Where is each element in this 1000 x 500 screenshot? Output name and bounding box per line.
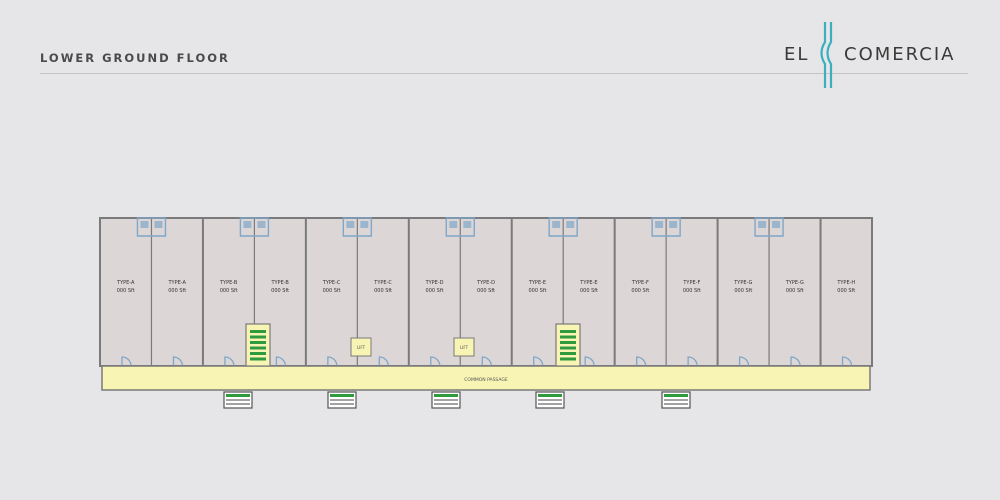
shop-label: TYPE-D: [476, 280, 495, 286]
shop-block: [99, 217, 873, 367]
washroom-fixture-icon: [445, 217, 475, 237]
shop-unit: TYPE-H 000 Sft: [836, 280, 855, 294]
shop-unit: TYPE-A 000 Sft: [167, 280, 186, 294]
door-swing-icon: [378, 356, 389, 367]
shop-label: TYPE-B: [219, 280, 238, 286]
shop-unit: TYPE-C 000 Sft: [322, 280, 341, 294]
door-swing-icon: [790, 356, 801, 367]
shop-area: 000 Sft: [271, 288, 289, 294]
shop-area: 000 Sft: [631, 288, 649, 294]
washroom-fixture-icon: [754, 217, 784, 237]
logo-text-left: EL: [784, 44, 810, 65]
shop-label: TYPE-A: [167, 280, 186, 286]
entrance-steps-icon: [535, 391, 565, 409]
entrance-steps-icon: [327, 391, 357, 409]
washroom-fixture-icon: [548, 217, 578, 237]
corridor-label: COMMON PASSAGE: [464, 377, 508, 383]
door-swing-icon: [121, 356, 132, 367]
shop-label: TYPE-F: [682, 280, 700, 286]
logo-text-right: COMERCIA: [844, 44, 956, 65]
shop-label: TYPE-C: [322, 280, 341, 286]
shop-unit: TYPE-C 000 Sft: [373, 280, 392, 294]
door-swing-icon: [275, 356, 287, 367]
shop-area: 000 Sft: [220, 288, 238, 294]
svg-text:LIFT: LIFT: [460, 345, 469, 350]
shop-unit: TYPE-D 000 Sft: [476, 280, 495, 294]
washroom-fixture-icon: [136, 217, 167, 237]
shop-area: 000 Sft: [477, 288, 495, 294]
washroom-fixture-icon: [651, 217, 681, 237]
shop-label: TYPE-H: [836, 280, 855, 286]
shop-label: TYPE-C: [373, 280, 392, 286]
entrance-steps-icon: [223, 391, 253, 409]
shop-label: TYPE-F: [631, 280, 649, 286]
shop-area: 000 Sft: [734, 288, 752, 294]
lift-icon: LIFT: [453, 337, 475, 357]
shop-unit: TYPE-E 000 Sft: [528, 280, 547, 294]
shop-unit: TYPE-B 000 Sft: [270, 280, 289, 294]
shop-area: 000 Sft: [426, 288, 444, 294]
door-swing-icon: [327, 356, 338, 367]
door-swing-icon: [533, 356, 544, 367]
shop-area: 000 Sft: [168, 288, 186, 294]
door-swing-icon: [430, 356, 441, 367]
lift-icon: LIFT: [350, 337, 372, 357]
shop-label: TYPE-G: [785, 280, 804, 286]
logo-wave-icon: [820, 22, 833, 88]
washroom-fixture-icon: [342, 217, 373, 237]
shop-unit: TYPE-D 000 Sft: [425, 280, 444, 294]
entrance-steps-icon: [661, 391, 691, 409]
shop-label: TYPE-E: [579, 280, 597, 286]
shop-label: TYPE-D: [425, 280, 444, 286]
shop-area: 000 Sft: [374, 288, 392, 294]
shop-unit: TYPE-E 000 Sft: [579, 280, 598, 294]
shop-unit: TYPE-G 000 Sft: [733, 280, 752, 294]
shop-unit: TYPE-F 000 Sft: [631, 280, 649, 294]
staircase-icon: [555, 323, 581, 367]
shop-area: 000 Sft: [117, 288, 135, 294]
shop-unit: TYPE-F 000 Sft: [682, 280, 700, 294]
door-swing-icon: [841, 356, 853, 367]
shop-unit: TYPE-G 000 Sft: [785, 280, 804, 294]
shop-area: 000 Sft: [323, 288, 341, 294]
door-swing-icon: [738, 356, 750, 367]
shop-label: TYPE-G: [733, 280, 752, 286]
shop-unit: TYPE-B 000 Sft: [219, 280, 238, 294]
shop-label: TYPE-E: [528, 280, 546, 286]
washroom-fixture-icon: [239, 217, 270, 237]
brand-logo: EL COMERCIA: [780, 20, 970, 90]
shop-area: 000 Sft: [528, 288, 546, 294]
shop-area: 000 Sft: [580, 288, 598, 294]
shop-area: 000 Sft: [837, 288, 855, 294]
shop-area: 000 Sft: [786, 288, 804, 294]
door-swing-icon: [636, 356, 647, 367]
staircase-icon: [245, 323, 271, 367]
shop-label: TYPE-B: [270, 280, 289, 286]
common-corridor: [101, 365, 871, 391]
door-swing-icon: [584, 356, 595, 367]
door-swing-icon: [481, 356, 492, 367]
shop-label: TYPE-A: [116, 280, 135, 286]
page-title: LOWER GROUND FLOOR: [40, 51, 230, 65]
svg-text:LIFT: LIFT: [357, 345, 366, 350]
door-swing-icon: [687, 356, 698, 367]
entrance-steps-icon: [431, 391, 461, 409]
header-divider: [40, 73, 968, 74]
shop-unit: TYPE-A 000 Sft: [116, 280, 135, 294]
shop-area: 000 Sft: [683, 288, 701, 294]
door-swing-icon: [224, 356, 235, 367]
door-swing-icon: [172, 356, 184, 367]
